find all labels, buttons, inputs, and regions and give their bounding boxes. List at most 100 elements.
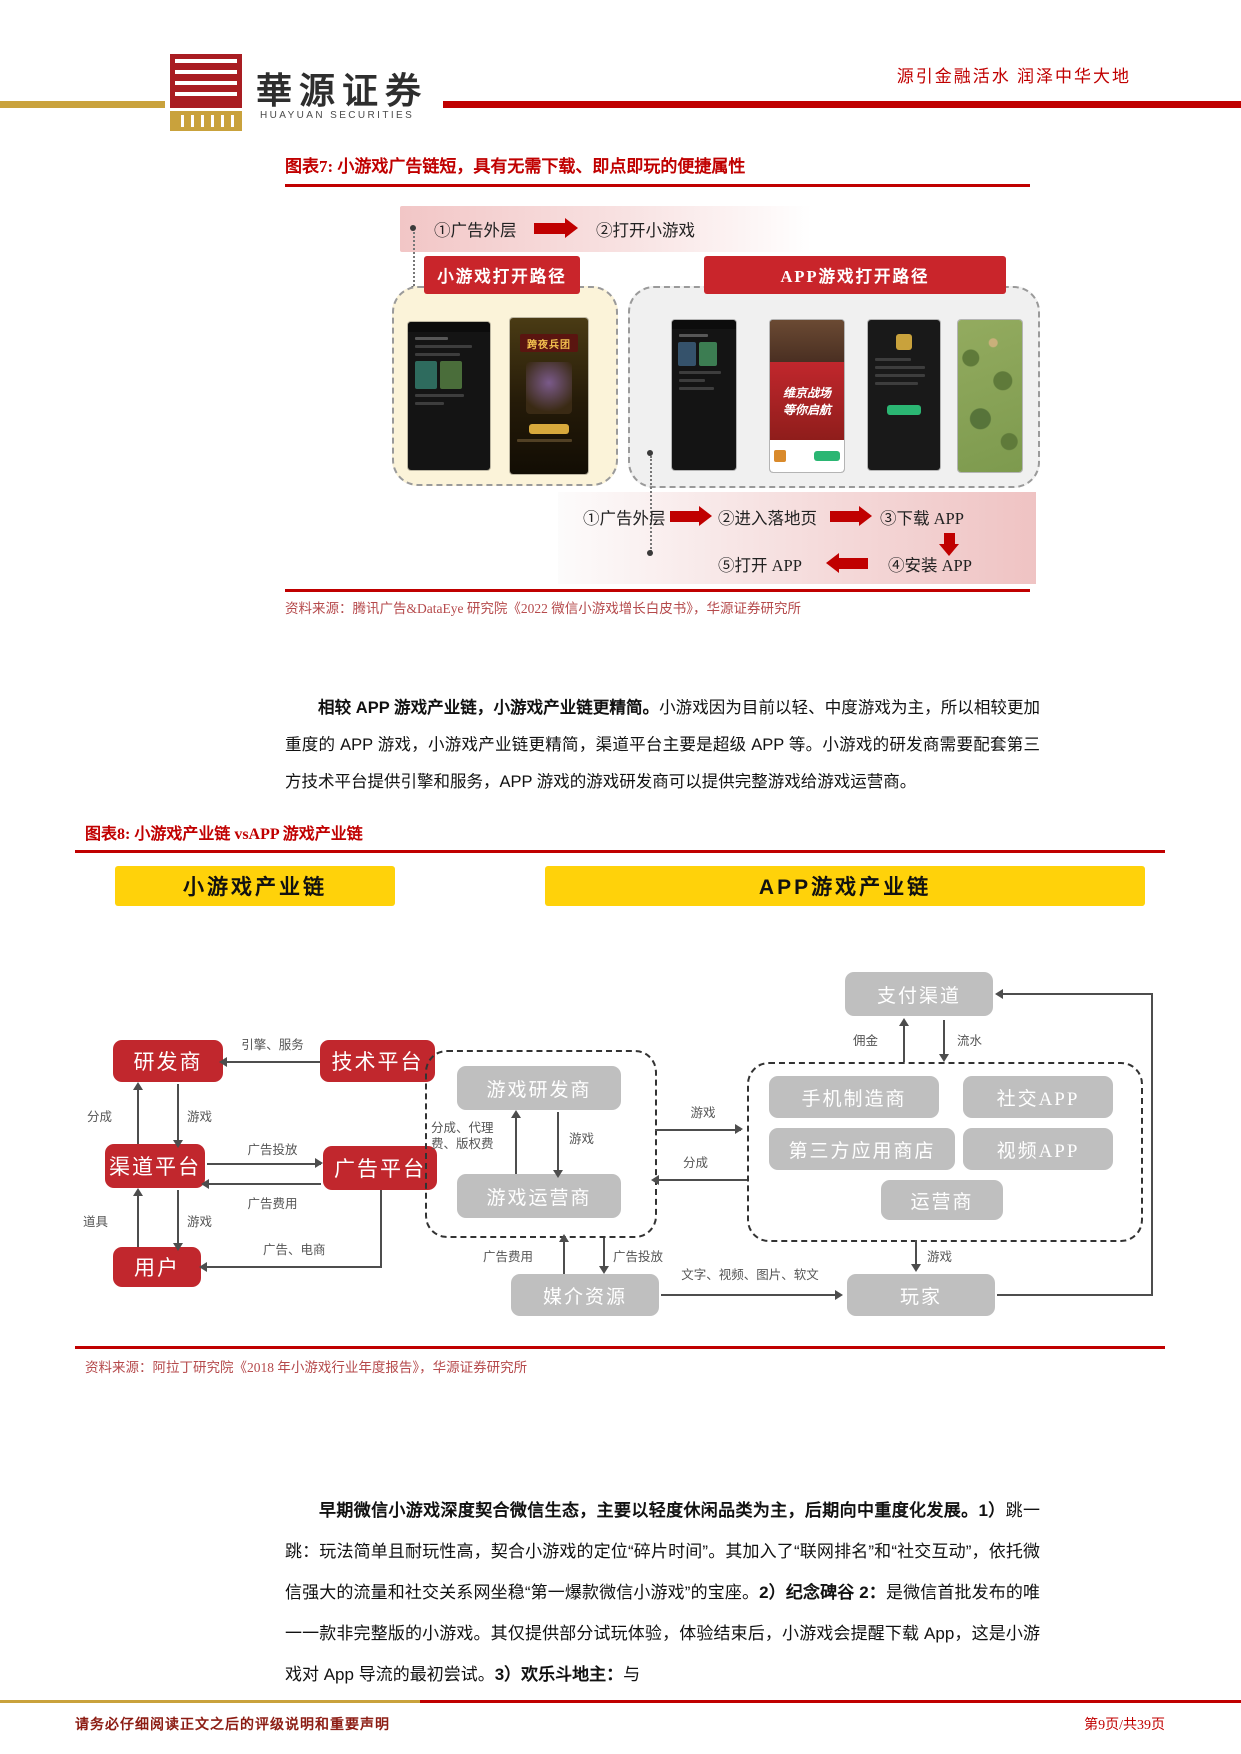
minigame-title: 跨夜兵团 (527, 339, 571, 351)
app-icon (774, 450, 786, 462)
store-app-icon (896, 334, 912, 350)
appgame-path-banner: APP游戏打开路径 (704, 256, 1006, 294)
label-game: 游戏 (927, 1250, 953, 1264)
fig7-bottom-step1: ①广告外层 (583, 509, 666, 528)
arrowhead (511, 1110, 521, 1118)
arrow-line (557, 1112, 559, 1174)
fig7-bottom-step2: ②进入落地页 (718, 509, 817, 528)
fig7-top-step2: ②打开小游戏 (596, 221, 695, 240)
arrowhead (995, 989, 1003, 999)
figure7-title-underline (285, 184, 1030, 187)
label-ad-placement: 广告投放 (613, 1250, 664, 1264)
arrowhead (835, 1290, 843, 1300)
ad-title-line1: 维京战场 (782, 386, 831, 400)
arrow-line (380, 1190, 382, 1267)
label-media-forms: 文字、视频、图片、软文 (681, 1268, 819, 1282)
fig7-dotted-connector-2 (650, 456, 652, 552)
arrowhead (735, 1124, 743, 1134)
node-third-party-store: 第三方应用商店 (769, 1128, 955, 1170)
figure8-bottom-rule (75, 1346, 1165, 1349)
arrow-line (177, 1190, 179, 1247)
arrow-line (137, 1194, 139, 1247)
label-ad-fee: 广告费用 (247, 1197, 298, 1211)
figure8-title: 图表8: 小游戏产业链 vsAPP 游戏产业链 (85, 826, 363, 843)
node-game-developer: 游戏研发商 (457, 1066, 621, 1110)
arrowhead (133, 1082, 143, 1090)
brand-logo-icon (170, 54, 242, 131)
arrow-line (603, 1238, 605, 1270)
arrowhead (599, 1266, 609, 1274)
node-social-app: 社交APP (963, 1076, 1113, 1118)
logo-seal-top (170, 54, 242, 108)
arrowhead (911, 1264, 921, 1272)
label-game: 游戏 (187, 1215, 213, 1229)
figure7-bottom-rule (285, 589, 1030, 592)
arrow-line (563, 1240, 565, 1274)
arrow-line (205, 1266, 382, 1268)
node-carrier: 运营商 (881, 1180, 1003, 1220)
figure7-source: 资料来源：腾讯广告&DataEye 研究院《2022 微信小游戏增长白皮书》，华… (285, 601, 801, 616)
label-engine-service: 引擎、服务 (241, 1038, 304, 1052)
arrow-line (1151, 994, 1153, 1296)
arrow-line (137, 1088, 139, 1144)
arrowhead (553, 1170, 563, 1178)
red-arrow-right-icon (830, 506, 872, 526)
fig7-dot-2b (647, 550, 653, 556)
node-ad-platform: 广告平台 (323, 1146, 437, 1190)
label-revenue-share: 分成 (683, 1156, 709, 1170)
phone-screenshot-app-store (868, 320, 940, 470)
header-slogan: 源引金融活水 润泽中华大地 (896, 67, 1131, 86)
fig7-top-step1: ①广告外层 (434, 221, 517, 240)
ad-title-line2: 等你启航 (782, 403, 831, 417)
minigame-chain-header: 小游戏产业链 (115, 866, 395, 906)
figure8-source: 资料来源：阿拉丁研究院《2018 年小游戏行业年度报告》，华源证券研究所 (85, 1360, 528, 1375)
arrowhead (199, 1262, 207, 1272)
node-player: 玩家 (847, 1274, 995, 1316)
arrow-line (997, 1294, 1153, 1296)
node-video-app: 视频APP (963, 1128, 1113, 1170)
label-ad-placement: 广告投放 (247, 1143, 298, 1157)
red-arrow-right-icon (534, 218, 578, 238)
ad-thumbnails (415, 361, 483, 389)
arrow-line (207, 1183, 321, 1185)
minigame-path-banner: 小游戏打开路径 (424, 256, 580, 294)
game-art (526, 362, 572, 414)
arrow-line (227, 1061, 320, 1063)
node-developer: 研发商 (113, 1040, 223, 1082)
arrow-line (515, 1116, 517, 1174)
arrowhead (939, 1054, 949, 1062)
label-ad-fee: 广告费用 (483, 1250, 534, 1264)
arrowhead (173, 1243, 183, 1251)
download-button (814, 451, 840, 461)
label-game: 游戏 (690, 1106, 716, 1120)
node-channel-platform: 渠道平台 (105, 1144, 205, 1188)
arrowhead (899, 1018, 909, 1026)
fig7-top-flow-band (400, 206, 812, 252)
arrow-line (1001, 993, 1153, 995)
arrow-line (943, 1020, 945, 1058)
red-arrow-right-icon (670, 506, 712, 526)
figure8-title-underline (75, 850, 1165, 853)
phone-screenshot-minigame-open: 跨夜兵团 (510, 318, 588, 474)
node-phone-maker: 手机制造商 (769, 1076, 939, 1118)
phone-screenshot-app-ad-feed (672, 320, 736, 470)
phone-screenshot-game-running (958, 320, 1022, 472)
node-user: 用户 (113, 1247, 201, 1287)
phone-screenshot-landing-page: 维京战场 等你启航 (770, 320, 844, 472)
dev-operator-group (425, 1050, 657, 1238)
node-game-operator: 游戏运营商 (457, 1174, 621, 1218)
fig7-bottom-flow-band (558, 492, 1036, 584)
node-media-resources: 媒介资源 (511, 1274, 659, 1316)
fig7-bottom-step5: ⑤打开 APP (718, 556, 802, 575)
arrowhead (173, 1140, 183, 1148)
game-button (529, 424, 569, 434)
footer-red-bar (420, 1700, 1241, 1703)
footer-disclaimer: 请务必仔细阅读正文之后的评级说明和重要声明 (75, 1718, 390, 1733)
figure7-title: 图表7: 小游戏广告链短，具有无需下载、即点即玩的便捷属性 (285, 157, 746, 176)
label-ad-ecommerce: 广告、电商 (263, 1243, 326, 1257)
fig7-dotted-connector-1 (413, 232, 415, 290)
brand-name: 華源证券 (256, 71, 429, 111)
footer-gold-bar (0, 1700, 420, 1703)
arrow-line (177, 1084, 179, 1142)
